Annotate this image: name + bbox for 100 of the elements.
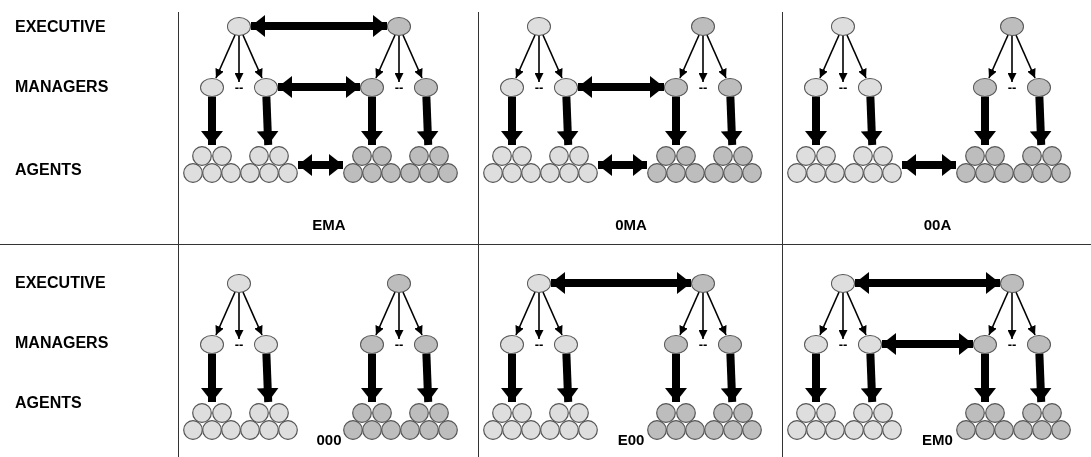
- arrow: [846, 34, 867, 79]
- thick-arrow: [201, 353, 223, 402]
- manager-circle: [200, 334, 224, 354]
- arrow: [679, 291, 700, 336]
- manager-circle: [254, 334, 278, 354]
- ellipsis-mark: --: [391, 82, 407, 94]
- arrow: [819, 291, 840, 336]
- agent-cluster: [787, 402, 845, 442]
- thick-arrow: [1029, 353, 1052, 403]
- double-arrow: [882, 333, 973, 355]
- executive-circle: [387, 273, 411, 293]
- row-label: EXECUTIVE: [15, 18, 106, 36]
- arrow: [375, 34, 396, 79]
- arrow: [242, 34, 263, 79]
- panel-label: E00: [617, 431, 645, 448]
- arrow: [819, 34, 840, 79]
- arrow: [215, 34, 236, 79]
- panel-label: EM0: [922, 431, 953, 448]
- agent-cluster: [240, 402, 298, 442]
- ellipsis-mark: --: [695, 339, 711, 351]
- agent-cluster: [400, 145, 458, 185]
- thick-arrow: [720, 96, 743, 146]
- agent-cluster: [240, 145, 298, 185]
- arrow: [234, 34, 244, 83]
- thick-arrow: [201, 96, 223, 145]
- manager-circle: [858, 77, 882, 97]
- arrow: [402, 291, 423, 336]
- agent-cluster: [647, 145, 705, 185]
- double-arrow: [598, 154, 647, 176]
- panel-label: 000: [316, 431, 342, 448]
- row-label: AGENTS: [15, 161, 82, 179]
- manager-circle: [718, 77, 742, 97]
- arrow: [242, 291, 263, 336]
- manager-circle: [414, 334, 438, 354]
- panel: [178, 12, 478, 245]
- thick-arrow: [805, 353, 827, 402]
- double-arrow: [855, 272, 1000, 294]
- arrow: [1015, 34, 1036, 79]
- executive-circle: [227, 16, 251, 36]
- arrow: [846, 291, 867, 336]
- agent-cluster: [956, 145, 1014, 185]
- thick-arrow: [665, 96, 687, 145]
- thick-arrow: [805, 96, 827, 145]
- agent-cluster: [183, 145, 241, 185]
- arrow: [215, 291, 236, 336]
- thick-arrow: [974, 96, 996, 145]
- manager-circle: [200, 77, 224, 97]
- executive-circle: [1000, 16, 1024, 36]
- executive-circle: [1000, 273, 1024, 293]
- arrow: [698, 291, 708, 340]
- double-arrow: [578, 76, 664, 98]
- agent-cluster: [956, 402, 1014, 442]
- arrow: [679, 34, 700, 79]
- executive-circle: [387, 16, 411, 36]
- arrow: [234, 291, 244, 340]
- ellipsis-mark: --: [695, 82, 711, 94]
- agent-cluster: [183, 402, 241, 442]
- thick-arrow: [416, 353, 439, 403]
- double-arrow: [278, 76, 360, 98]
- ellipsis-mark: --: [835, 82, 851, 94]
- thick-arrow: [256, 353, 279, 403]
- panel: [782, 12, 1091, 245]
- manager-circle: [360, 334, 384, 354]
- thick-arrow: [720, 353, 743, 403]
- executive-circle: [831, 273, 855, 293]
- manager-circle: [858, 334, 882, 354]
- agent-cluster: [704, 145, 762, 185]
- arrow: [394, 34, 404, 83]
- agent-cluster: [844, 402, 902, 442]
- agent-cluster: [483, 145, 541, 185]
- agent-cluster: [844, 145, 902, 185]
- agent-cluster: [540, 402, 598, 442]
- arrow: [534, 291, 544, 340]
- arrow: [988, 291, 1009, 336]
- arrow: [838, 34, 848, 83]
- manager-circle: [804, 334, 828, 354]
- double-arrow: [902, 154, 956, 176]
- executive-circle: [691, 16, 715, 36]
- arrow: [988, 34, 1009, 79]
- agent-cluster: [540, 145, 598, 185]
- thick-arrow: [501, 353, 523, 402]
- thick-arrow: [1029, 96, 1052, 146]
- arrow: [1007, 34, 1017, 83]
- manager-circle: [664, 77, 688, 97]
- row-label: EXECUTIVE: [15, 274, 106, 292]
- manager-circle: [1027, 77, 1051, 97]
- ellipsis-mark: --: [1004, 339, 1020, 351]
- manager-circle: [973, 334, 997, 354]
- row-label: AGENTS: [15, 394, 82, 412]
- ellipsis-mark: --: [835, 339, 851, 351]
- executive-circle: [227, 273, 251, 293]
- manager-circle: [414, 77, 438, 97]
- thick-arrow: [860, 96, 883, 146]
- manager-circle: [804, 77, 828, 97]
- thick-arrow: [556, 353, 579, 403]
- arrow: [838, 291, 848, 340]
- manager-circle: [500, 77, 524, 97]
- agent-cluster: [343, 402, 401, 442]
- arrow: [375, 291, 396, 336]
- double-arrow: [551, 272, 691, 294]
